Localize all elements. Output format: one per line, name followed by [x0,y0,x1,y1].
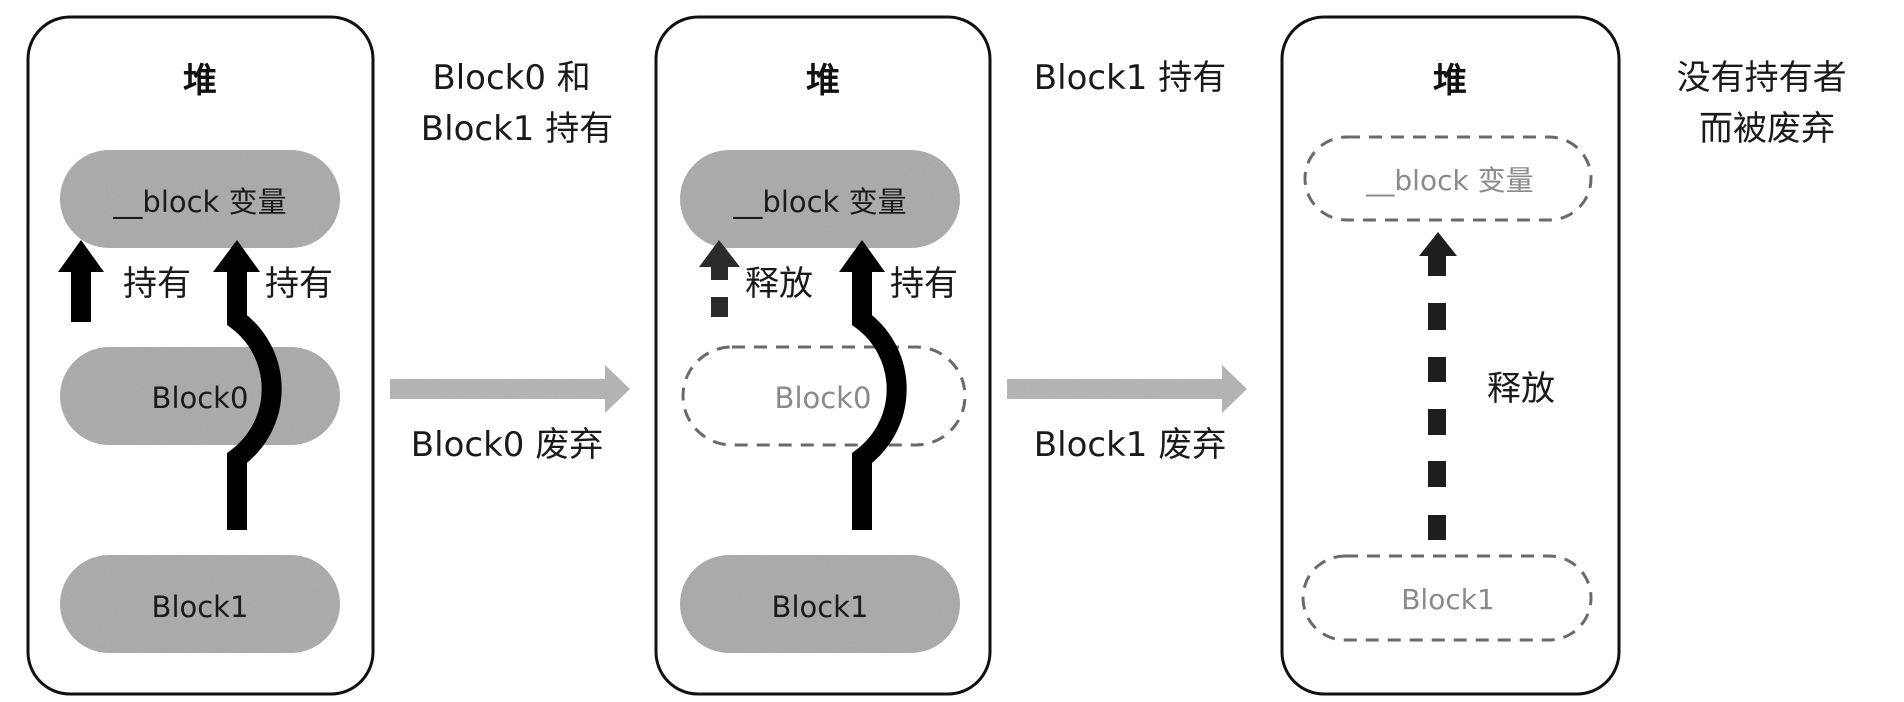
block1-object: Block1 [680,555,960,653]
release-arrow-block1 [1419,232,1457,540]
block-variable-object-freed: __block 变量 [1303,135,1593,222]
block-variable-object: __block 变量 [60,150,340,248]
panel-2: 堆 __block 变量 Block0 Block1 释放 持有 [654,15,992,696]
object-label: __block 变量 [1365,164,1533,197]
object-label: Block0 [775,381,872,415]
relation-label: 释放 [1487,369,1555,409]
panel-3: 堆 __block 变量 Block1 释放 [1280,15,1621,696]
heap-heading: 堆 [1433,61,1467,101]
transition-label: Block1 废弃 [1034,425,1226,465]
transition-arrow [1007,365,1247,413]
panel-caption: Block1 持有 [1034,58,1226,98]
block1-object-freed: Block1 [1301,554,1593,642]
block1-object: Block1 [60,555,340,653]
object-label: __block 变量 [112,185,286,219]
transition-label: Block0 废弃 [411,425,603,465]
relation-label: 释放 [745,264,813,304]
retain-arrow-block0 [58,240,104,322]
panel-1: 堆 __block 变量 Block0 Block1 持有 持有 [26,15,375,696]
relation-label: 持有 [265,264,333,304]
object-label: Block1 [152,590,249,624]
object-label: Block0 [152,381,249,415]
heap-heading: 堆 [183,61,217,101]
panel-caption: 没有持有者 而被废弃 [1677,58,1858,149]
relation-label: 持有 [890,264,958,304]
heap-heading: 堆 [806,61,840,101]
retain-arrow-block1 [839,240,907,530]
block0-object: Block0 [60,347,340,445]
block0-object-freed: Block0 [681,345,967,447]
object-label: Block1 [1401,583,1495,616]
relation-label: 持有 [123,264,191,304]
transition-arrow [390,365,630,413]
object-label: __block 变量 [732,185,906,219]
block-variable-object: __block 变量 [680,150,960,248]
release-arrow-block0 [699,240,740,317]
panel-caption: Block0 和 Block1 持有 [421,58,613,149]
object-label: Block1 [772,590,869,624]
retain-arrow-block1 [213,240,282,530]
